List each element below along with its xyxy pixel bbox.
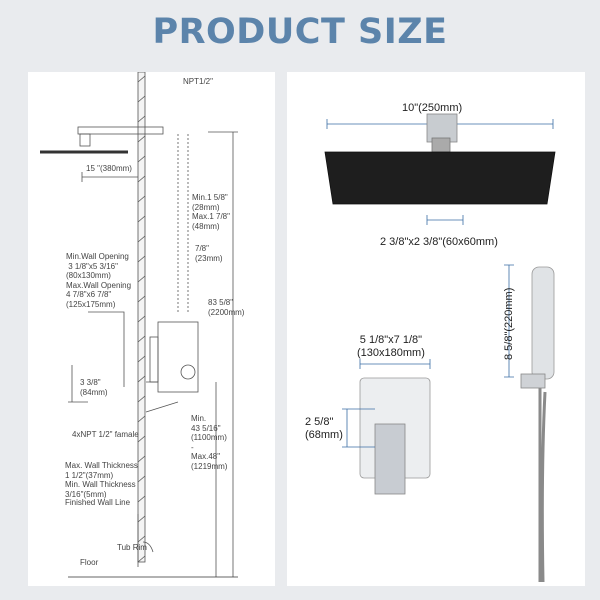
- plate-size-label: 5 1/8"x7 1/8" (130x180mm): [357, 334, 425, 359]
- handle-size-label: 2 5/8" (68mm): [305, 416, 343, 441]
- npt-female-label: 4xNPT 1/2" famale: [72, 430, 139, 439]
- tub-rim-label: Tub Rim: [117, 543, 147, 552]
- valve-height-label: Min. 43 5/16" (1100mm) - Max.48" (1219mm…: [191, 414, 228, 471]
- installation-diagram-panel: NPT1/2" 15 "(380mm) Min.1 5/8" (28mm) Ma…: [28, 72, 275, 586]
- arm-length-label: 15 "(380mm): [86, 164, 132, 173]
- floor-label: Floor: [80, 558, 99, 567]
- product-drawing: [324, 113, 556, 583]
- finished-wall-label: Finished Wall Line: [65, 498, 131, 507]
- depth-label: 7/8" (23mm): [195, 244, 223, 263]
- wall-thickness-label: Max. Wall Thickness 1 1/2"(37mm) Min. Wa…: [65, 461, 138, 499]
- total-height-label: 83 5/8" (2200mm): [208, 298, 245, 317]
- product-dimensions-panel: 10"(250mm) 2 3/8"x2 3/8"(60x60mm) 8 5/8"…: [287, 72, 585, 586]
- offset-label: 3 3/8" (84mm): [80, 378, 108, 397]
- wall-opening-label: Min.Wall Opening 3 1/8"x5 3/16" (80x130m…: [66, 252, 132, 309]
- handheld-length-label: 8 5/8"(220mm): [503, 287, 515, 360]
- npt-label: NPT1/2": [183, 77, 213, 86]
- installation-drawing: [40, 72, 238, 578]
- head-width-label: 10"(250mm): [402, 102, 463, 114]
- min-wall-label: Min.1 5/8" (28mm) Max.1 7/8" (48mm): [192, 193, 230, 231]
- page-title: PRODUCT SIZE: [152, 12, 448, 52]
- connector-size-label: 2 3/8"x2 3/8"(60x60mm): [380, 236, 498, 248]
